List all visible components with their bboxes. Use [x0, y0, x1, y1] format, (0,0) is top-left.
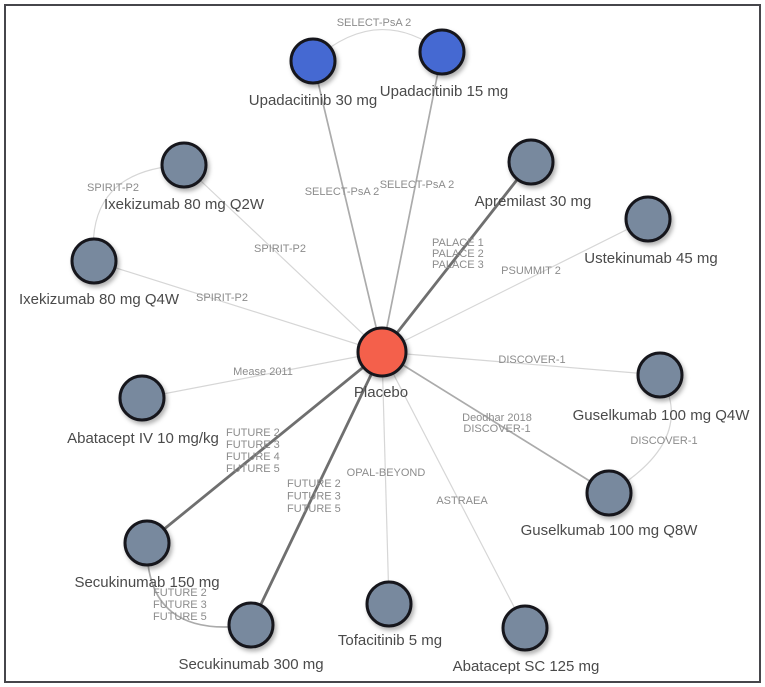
nodes-layer — [70, 28, 684, 652]
node-apre[interactable] — [507, 138, 555, 186]
node-ixeq4w[interactable] — [70, 237, 118, 285]
node-tofa[interactable] — [365, 580, 413, 628]
edge-label-upa30-upa15: SELECT-PsA 2 — [337, 17, 412, 29]
node-ixeq2w[interactable] — [160, 141, 208, 189]
edge-placebo-sec300 — [249, 351, 384, 626]
node-circle-gusq8w[interactable] — [585, 469, 633, 517]
edge-placebo-uste — [381, 218, 649, 353]
edge-label-placebo-abaiv: Mease 2011 — [233, 366, 293, 378]
edge-placebo-gusq8w — [381, 351, 610, 494]
edge-label-placebo-tofa: OPAL-BEYOND — [347, 467, 426, 479]
node-circle-upa15[interactable] — [418, 28, 466, 76]
edge-placebo-tofa — [381, 351, 390, 605]
node-gusq4w[interactable] — [636, 351, 684, 399]
edge-label-placebo-upa30: SELECT-PsA 2 — [305, 186, 380, 198]
node-gusq8w[interactable] — [585, 469, 633, 517]
edge-placebo-upa30 — [312, 60, 383, 353]
node-circle-placebo[interactable] — [356, 326, 408, 378]
node-abaiv[interactable] — [118, 374, 166, 422]
edge-placebo-gusq4w — [381, 351, 661, 376]
node-circle-ixeq4w[interactable] — [70, 237, 118, 285]
edge-placebo-sec150 — [146, 350, 383, 545]
edge-placebo-ixeq4w — [93, 260, 383, 353]
node-circle-sec300[interactable] — [227, 601, 275, 649]
node-sec300[interactable] — [227, 601, 275, 649]
node-placebo[interactable] — [356, 326, 408, 378]
node-label-upa30: Upadacitinib 30 mg — [249, 92, 377, 109]
node-label-upa15: Upadacitinib 15 mg — [380, 83, 508, 100]
node-label-sec300: Secukinumab 300 mg — [178, 656, 323, 673]
edge-placebo-upa15 — [381, 51, 443, 353]
node-upa30[interactable] — [289, 37, 337, 85]
node-label-ixeq2w: Ixekizumab 80 mg Q2W — [104, 196, 265, 213]
edge-placebo-ixeq2w — [183, 164, 383, 353]
node-abasc[interactable] — [501, 604, 549, 652]
node-label-tofa: Tofacitinib 5 mg — [338, 632, 442, 649]
node-circle-gusq4w[interactable] — [636, 351, 684, 399]
node-circle-tofa[interactable] — [365, 580, 413, 628]
node-circle-uste[interactable] — [624, 195, 672, 243]
node-circle-ixeq2w[interactable] — [160, 141, 208, 189]
edge-label-placebo-abasc: ASTRAEA — [436, 495, 488, 507]
node-label-sec150: Secukinumab 150 mg — [74, 574, 219, 591]
node-label-gusq8w: Guselkumab 100 mg Q8W — [521, 522, 699, 539]
node-circle-sec150[interactable] — [123, 519, 171, 567]
node-circle-abasc[interactable] — [501, 604, 549, 652]
node-upa15[interactable] — [418, 28, 466, 76]
node-circle-abaiv[interactable] — [118, 374, 166, 422]
node-uste[interactable] — [624, 195, 672, 243]
edge-label-placebo-ixeq4w: SPIRIT-P2 — [196, 292, 248, 304]
edge-label-placebo-gusq4w: DISCOVER-1 — [498, 354, 565, 366]
edge-placebo-abaiv — [141, 351, 383, 399]
node-label-placebo: Placebo — [354, 384, 408, 401]
node-label-ixeq4w: Ixekizumab 80 mg Q4W — [19, 291, 180, 308]
node-circle-upa30[interactable] — [289, 37, 337, 85]
edge-label-ixeq2w-ixeq4w: SPIRIT-P2 — [87, 182, 139, 194]
edge-label-placebo-uste: PSUMMIT 2 — [501, 265, 561, 277]
node-label-abaiv: Abatacept IV 10 mg/kg — [67, 430, 219, 447]
edge-label-gusq4w-gusq8w: DISCOVER-1 — [630, 435, 697, 447]
edge-label-placebo-upa15: SELECT-PsA 2 — [380, 179, 455, 191]
node-label-gusq4w: Guselkumab 100 mg Q4W — [573, 407, 751, 424]
node-circle-apre[interactable] — [507, 138, 555, 186]
node-sec150[interactable] — [123, 519, 171, 567]
node-label-apre: Apremilast 30 mg — [475, 193, 592, 210]
edge-label-placebo-ixeq2w: SPIRIT-P2 — [254, 243, 306, 255]
edge-placebo-abasc — [381, 351, 526, 629]
edge-placebo-apre — [380, 161, 533, 353]
node-label-abasc: Abatacept SC 125 mg — [453, 658, 600, 675]
node-label-uste: Ustekinumab 45 mg — [584, 250, 717, 267]
